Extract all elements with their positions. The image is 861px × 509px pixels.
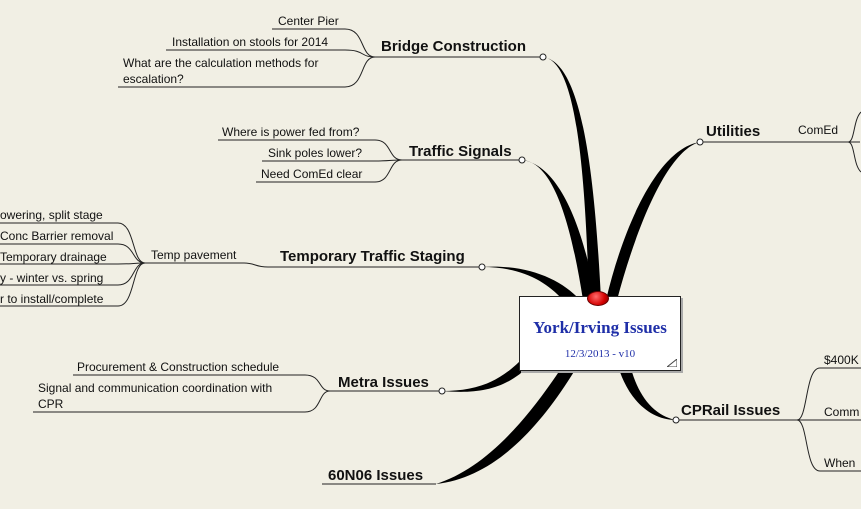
grandchild-conc-barrier: Conc Barrier removal (0, 229, 113, 243)
branch-label: Utilities (706, 123, 760, 140)
grandchild-install-complete: r to install/complete (0, 292, 104, 306)
branch-temp-staging-connector (482, 266, 580, 300)
child-power-fed: Where is power fed from? (222, 125, 360, 139)
child-400k: $400K (824, 353, 859, 367)
child-escalation: escalation? (123, 72, 184, 86)
child-signal-coordination: Signal and communication coordination wi… (38, 381, 272, 395)
child-procurement: Procurement & Construction schedule (77, 360, 279, 374)
branch-60n06-connector (436, 370, 575, 484)
central-topic[interactable]: York/Irving Issues 12/3/2013 - v10 (519, 296, 681, 371)
branch-label: Traffic Signals (409, 143, 512, 160)
child-cpr: CPR (38, 397, 64, 411)
branch-cprail[interactable]: CPRail Issues $400K Comm When (672, 353, 861, 472)
note-corner-icon (667, 359, 677, 367)
child-stools: Installation on stools for 2014 (172, 35, 328, 49)
main-branches (436, 57, 700, 484)
branch-traffic-signals-connector (522, 160, 596, 300)
child-center-pier: Center Pier (278, 14, 339, 28)
child-when: When (824, 456, 855, 470)
central-subtitle: 12/3/2013 - v10 (564, 348, 636, 360)
branch-cprail-connector (620, 372, 676, 420)
grandchild-temp-drainage: Temporary drainage (0, 250, 107, 264)
child-sink-poles: Sink poles lower? (268, 146, 362, 160)
branch-60n06[interactable]: 60N06 Issues (322, 467, 436, 485)
branch-bridge[interactable]: Bridge Construction Center Pier Installa… (118, 14, 547, 88)
branch-metra-connector (442, 350, 530, 392)
child-temp-pavement: Temp pavement (151, 248, 237, 262)
grandchild-winter-spring: y - winter vs. spring (0, 271, 103, 285)
central-title: York/Irving Issues (533, 318, 667, 337)
child-comed: ComEd (798, 123, 838, 137)
branch-bridge-connector (543, 57, 601, 300)
branch-temp-staging[interactable]: Temporary Traffic Staging Temp pavement … (0, 208, 486, 307)
bulb-icon (587, 291, 609, 306)
branch-label: CPRail Issues (681, 402, 780, 419)
branch-metra[interactable]: Metra Issues Procurement & Construction … (33, 360, 446, 413)
branch-label: 60N06 Issues (328, 467, 423, 484)
branch-traffic-signals[interactable]: Traffic Signals Where is power fed from?… (218, 125, 526, 183)
grandchild-lowering: owering, split stage (0, 208, 103, 222)
branch-label: Metra Issues (338, 374, 429, 391)
child-comm: Comm (824, 405, 859, 419)
branch-label: Bridge Construction (381, 38, 526, 55)
branch-utilities[interactable]: Utilities ComEd (696, 111, 861, 173)
child-calc-methods: What are the calculation methods for (123, 56, 318, 70)
branch-utilities-connector (606, 142, 700, 300)
branch-label: Temporary Traffic Staging (280, 248, 465, 265)
child-comed-clear: Need ComEd clear (261, 167, 362, 181)
